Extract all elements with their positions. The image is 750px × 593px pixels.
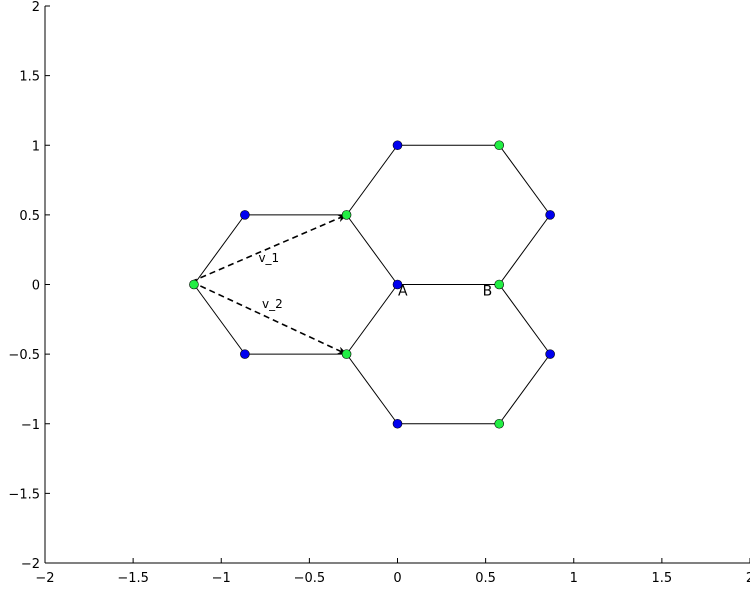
bond-line [498,144,551,216]
lattice-points [189,140,555,429]
sublattice-a-point [392,418,403,429]
sublattice-b-point [341,210,352,220]
axes: −2 −1.5 −1 −0.5 0 0.5 1 1.5 2 −2 −1.5 −1 −0.5 0 0.5 1 1.… [8,0,750,586]
y-tick-label: −1 [21,418,40,433]
lattice-vector-arrow [190,214,348,283]
sublattice-a-point [545,210,555,220]
bond-line [346,214,398,285]
sublattice-b-point [494,279,504,290]
x-tick-label: 0 [393,571,401,586]
x-tick-label: 0.5 [475,571,496,586]
site-label: B [483,284,493,300]
bond-line [193,214,246,285]
bond-line [498,353,551,425]
y-tick-label: −1.5 [8,487,40,502]
bonds [193,144,551,425]
sublattice-a-point [240,349,250,359]
y-tick-label: −2 [21,557,40,572]
lattice-vectors: v_1 v_2 [190,214,348,355]
sublattice-b-point [341,349,352,359]
x-tick-label: 1 [570,571,578,586]
bond-line [193,284,246,355]
y-tick-label: 1.5 [19,70,40,85]
sublattice-b-point [189,279,199,290]
x-tick-label: −1.5 [117,571,149,586]
x-tick-label: 2 [746,571,750,586]
sublattice-a-point [392,140,403,151]
bond-line [346,353,398,425]
lattice-vector-label: v_1 [258,251,279,265]
sublattice-b-point [494,140,504,151]
y-tick-label: −0.5 [8,348,40,363]
y-tick-label: 1 [32,139,40,154]
lattice-vector-arrow [190,280,348,355]
x-tick-label: −2 [35,571,54,586]
bond-line [346,284,398,355]
sublattice-a-point [392,279,403,290]
lattice-vector-label: v_2 [262,297,283,311]
sublattice-b-point [494,418,504,429]
x-tick-label: −1 [212,571,231,586]
bond-line [346,144,398,216]
bond-line [498,284,551,355]
y-tick-label: 0.5 [19,209,40,224]
sublattice-a-point [545,349,555,359]
bond-line [498,214,551,285]
y-tick-label: 2 [32,0,40,15]
site-label: A [398,284,408,300]
sublattice-a-point [240,210,250,220]
x-tick-label: −0.5 [294,571,326,586]
x-tick-label: 1.5 [652,571,673,586]
y-tick-label: 0 [32,279,40,294]
